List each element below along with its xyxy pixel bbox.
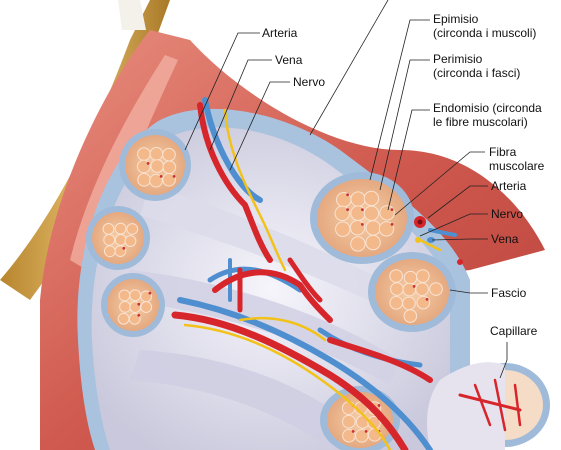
fiber-nucleus <box>146 162 150 165</box>
label-capillare: Capillare <box>490 324 538 338</box>
muscle-fiber <box>334 205 350 222</box>
muscle-fiber <box>140 301 153 313</box>
fiber-nucleus <box>137 302 141 306</box>
muscle-fiber <box>103 233 116 246</box>
muscle-fiber <box>363 190 380 207</box>
label-fibra-muscolare-1: Fibra <box>489 145 517 159</box>
fiber-nucleus <box>425 297 429 301</box>
muscle-fiber <box>365 220 381 236</box>
label-epimisio-desc: (circonda i muscoli) <box>433 26 537 40</box>
label-endomisio-title: Endomisio (circonda <box>433 101 542 115</box>
tendon-highlight <box>118 0 146 30</box>
muscle-fiber <box>119 300 131 313</box>
label-arteria-right: Arteria <box>491 179 527 193</box>
muscle-fibers <box>102 147 443 443</box>
muscle-fiber <box>102 223 115 235</box>
fiber-nucleus <box>346 193 349 197</box>
fiber-nucleus <box>361 223 364 226</box>
muscle-fiber <box>162 160 177 175</box>
muscle-fiber <box>379 205 395 221</box>
muscle-fiber <box>117 312 130 325</box>
fiber-nucleus <box>364 429 368 433</box>
muscle-fiber <box>402 296 416 311</box>
fiber-nucleus <box>377 404 381 407</box>
leader-lines <box>184 0 508 379</box>
muscle-fiber <box>350 191 366 207</box>
muscle-fiber <box>416 295 431 310</box>
muscle-fiber <box>416 269 430 283</box>
muscle-fiber <box>342 414 356 429</box>
muscle-fiber <box>124 235 137 247</box>
fiber-nucleus <box>351 429 355 433</box>
muscle-fiber <box>403 270 418 285</box>
muscle-fiber <box>378 221 395 237</box>
muscle-fiber <box>137 147 151 161</box>
label-endomisio-desc: le fibre muscolari) <box>433 115 528 129</box>
fiber-nucleus <box>390 223 394 226</box>
muscle-fiber <box>128 312 141 325</box>
muscle-fiber <box>126 223 139 235</box>
fiber-nucleus <box>148 291 152 295</box>
muscle-fiber <box>335 221 351 237</box>
muscle-fiber <box>350 236 366 252</box>
label-epimisio-title: Epimisio <box>433 12 479 26</box>
muscle-fiber <box>114 234 127 246</box>
label-nervo-right: Nervo <box>491 207 524 221</box>
muscle-fiber <box>137 173 151 187</box>
label-fascio: Fascio <box>491 286 527 300</box>
label-perimisio-title: Perimisio <box>433 52 483 66</box>
muscle-fiber <box>149 173 163 188</box>
muscle-fiber <box>403 309 418 323</box>
muscle-fiber <box>150 159 165 173</box>
fiber-nucleus <box>390 208 394 212</box>
fiber-nucleus <box>346 208 349 212</box>
muscle-fiber <box>129 289 142 302</box>
muscle-fiber <box>162 172 176 187</box>
fiber-nucleus <box>412 285 416 288</box>
fiber-nucleus <box>361 208 364 212</box>
muscle-fiber <box>349 219 366 236</box>
muscle-fiber <box>365 234 381 251</box>
muscle-fiber <box>389 269 403 283</box>
muscle-fiber <box>118 289 131 302</box>
muscle-fiber <box>114 222 127 235</box>
label-vena-right: Vena <box>491 232 519 246</box>
muscle-fiber <box>429 282 443 296</box>
label-nervo-left: Nervo <box>293 75 326 89</box>
fiber-nucleus <box>137 313 141 317</box>
blood-vessels-nerves <box>171 97 522 450</box>
muscle-fiber <box>415 282 429 297</box>
muscle-fiber <box>363 205 380 222</box>
fiber-nucleus <box>159 174 163 178</box>
muscle-fiber <box>389 296 403 310</box>
muscle-fiber <box>103 245 116 258</box>
fiber-nucleus <box>122 246 126 250</box>
muscle-fiber <box>162 147 176 162</box>
label-perimisio-desc: (circonda i fasci) <box>433 66 521 80</box>
label-vena-left: Vena <box>275 53 303 67</box>
label-arteria-left: Arteria <box>262 26 298 40</box>
muscle-fiber <box>350 205 366 221</box>
label-fibra-muscolare-2: muscolare <box>489 159 545 173</box>
fiber-nucleus <box>172 174 176 178</box>
muscle-fiber <box>390 282 404 296</box>
muscle-fiber <box>149 147 164 161</box>
